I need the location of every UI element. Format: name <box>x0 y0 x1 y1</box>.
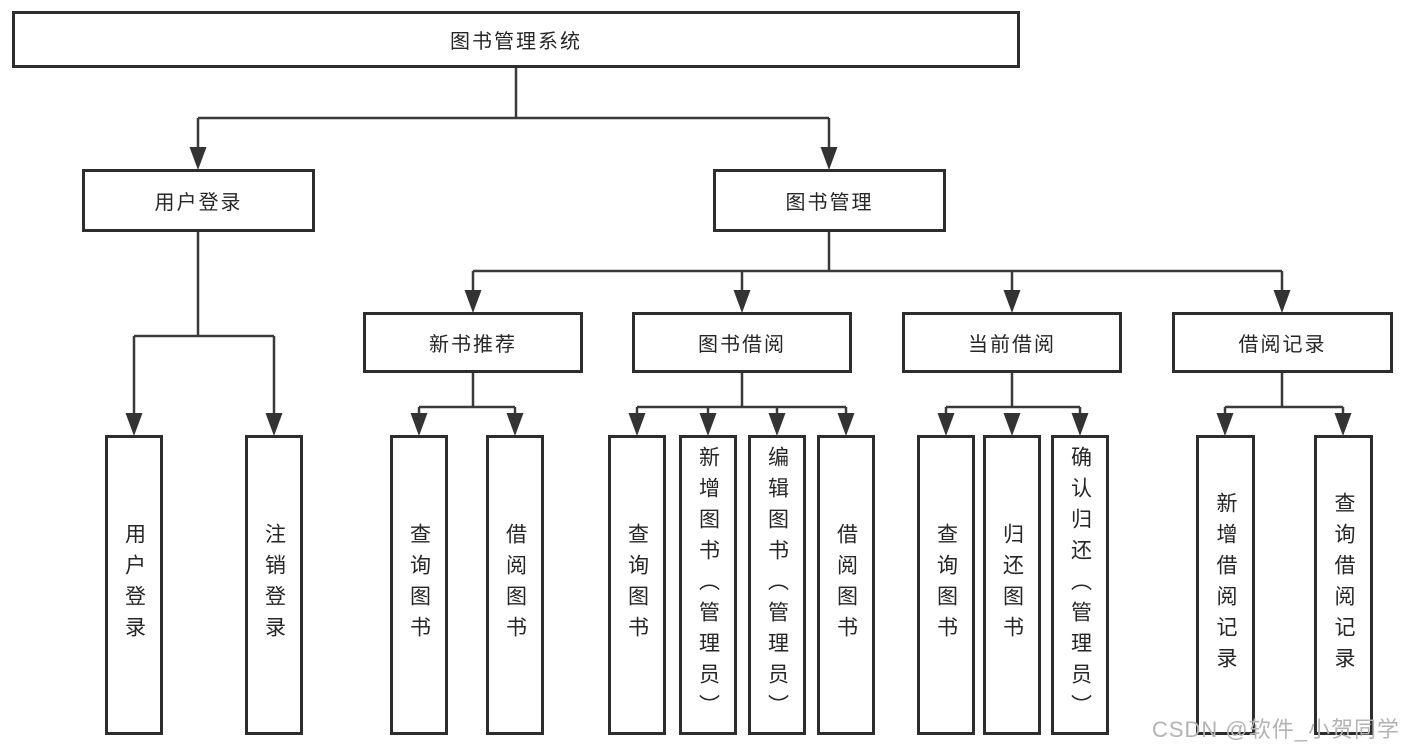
leaf-add-book-admin-label: 新增图书（管理员） <box>696 445 720 725</box>
watermark: CSDN @软件_小贺同学 <box>1151 717 1400 742</box>
node-book-borrowing: 图书借阅 <box>632 312 852 373</box>
leaf-query-borrow-record-label: 查询借阅记录 <box>1332 492 1355 678</box>
node-borrowing-records-label: 借阅记录 <box>1238 334 1327 356</box>
leaf-add-book-admin: 新增图书（管理员） <box>679 435 737 735</box>
leaf-query-books-current-label: 查询图书 <box>934 523 958 647</box>
node-user-login-label: 用户登录 <box>154 192 243 214</box>
node-current-borrowing-label: 当前借阅 <box>968 334 1056 356</box>
leaf-edit-book-admin: 编辑图书（管理员） <box>748 435 806 735</box>
leaf-query-books-current: 查询图书 <box>917 435 975 735</box>
leaf-return-books-label: 归还图书 <box>1000 523 1024 647</box>
leaf-logout-label: 注销登录 <box>262 523 286 647</box>
node-user-login: 用户登录 <box>82 169 315 232</box>
leaf-user-login: 用户登录 <box>105 435 163 735</box>
leaf-logout: 注销登录 <box>245 435 303 735</box>
leaf-borrow-books-recommend-label: 借阅图书 <box>503 523 527 647</box>
leaf-user-login-label: 用户登录 <box>122 523 146 647</box>
node-book-management: 图书管理 <box>713 169 946 232</box>
leaf-borrow-books-borrowing-label: 借阅图书 <box>834 523 858 647</box>
leaf-add-borrow-record: 新增借阅记录 <box>1196 435 1255 735</box>
leaf-edit-book-admin-label: 编辑图书（管理员） <box>765 445 789 725</box>
leaf-confirm-return-admin-label: 确认归还（管理员） <box>1068 445 1092 725</box>
node-new-book-recommend-label: 新书推荐 <box>429 334 517 356</box>
leaf-query-books-recommend: 查询图书 <box>390 435 448 735</box>
leaf-query-books-borrowing: 查询图书 <box>608 435 666 735</box>
leaf-add-borrow-record-label: 新增借阅记录 <box>1214 492 1237 678</box>
node-new-book-recommend: 新书推荐 <box>363 312 583 373</box>
node-root-label: 图书管理系统 <box>450 31 582 53</box>
node-book-management-label: 图书管理 <box>785 192 874 214</box>
node-root: 图书管理系统 <box>12 11 1020 68</box>
node-current-borrowing: 当前借阅 <box>902 312 1122 373</box>
node-borrowing-records: 借阅记录 <box>1172 312 1393 373</box>
leaf-query-borrow-record: 查询借阅记录 <box>1314 435 1373 735</box>
leaf-borrow-books-recommend: 借阅图书 <box>486 435 544 735</box>
leaf-return-books: 归还图书 <box>983 435 1041 735</box>
leaf-query-books-recommend-label: 查询图书 <box>407 523 431 647</box>
leaf-query-books-borrowing-label: 查询图书 <box>625 523 649 647</box>
leaf-borrow-books-borrowing: 借阅图书 <box>817 435 875 735</box>
leaf-confirm-return-admin: 确认归还（管理员） <box>1051 435 1109 735</box>
node-book-borrowing-label: 图书借阅 <box>698 334 786 356</box>
